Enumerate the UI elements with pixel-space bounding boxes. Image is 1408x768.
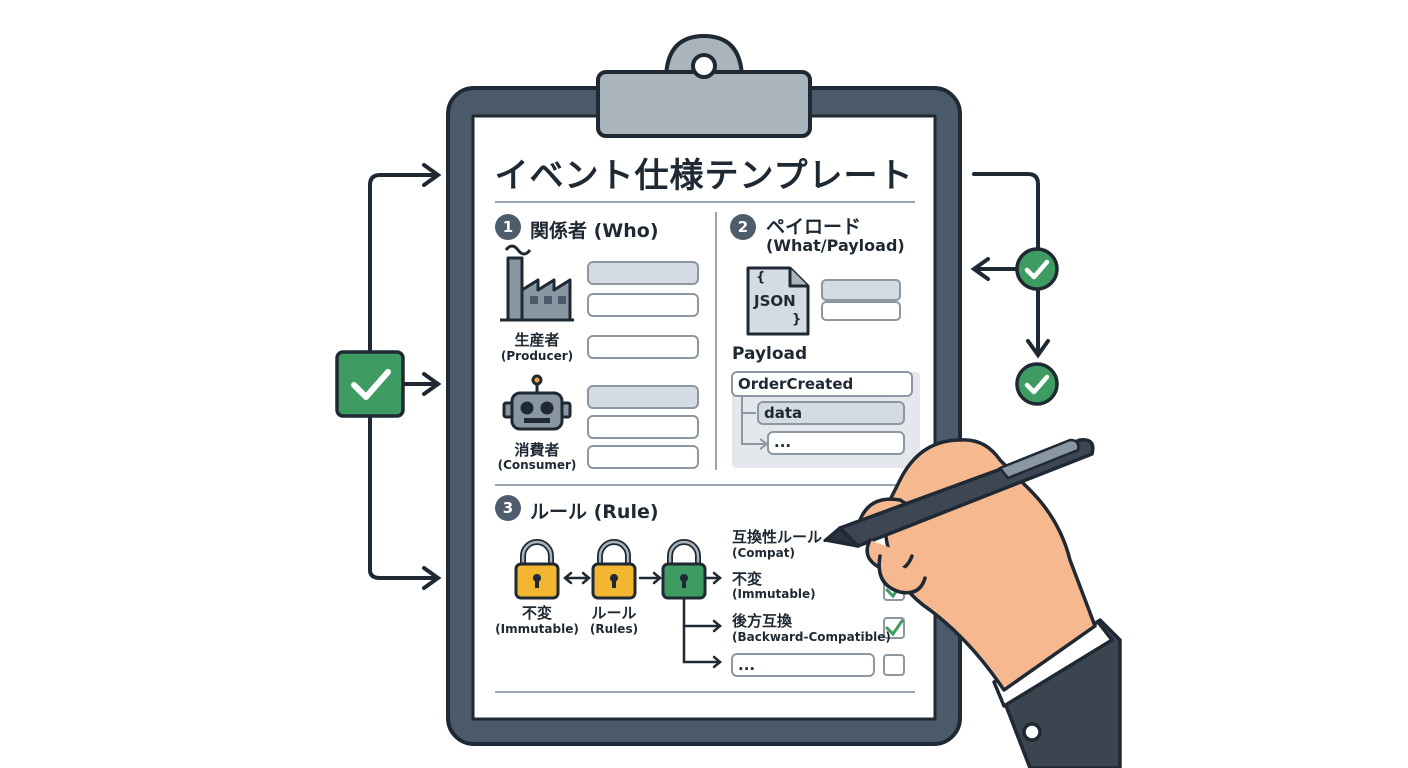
section-title-who: 関係者 (Who) [530, 220, 659, 242]
section-subtitle-payload: (What/Payload) [766, 236, 905, 255]
rule-immutable-label: 不変 [732, 570, 763, 588]
left-check-box [335, 350, 405, 418]
json-brace-open: { [756, 270, 766, 285]
right-flow-connector [970, 172, 1050, 359]
lock-sublabel-rules: (Rules) [589, 622, 639, 636]
lock-icon-rules [591, 539, 637, 600]
rule-compat-label: 互換性ルール.. [732, 528, 834, 546]
rule-ellipsis-field [731, 653, 905, 677]
section-number-payload: 2 [730, 214, 756, 240]
right-check-circle-2 [1015, 362, 1059, 406]
payload-fields [821, 279, 901, 321]
section-number-who: 1 [495, 214, 521, 240]
producer-sublabel: (Producer) [500, 349, 574, 363]
consumer-sublabel: (Consumer) [497, 458, 577, 472]
rule-ellipsis-text: ... [738, 656, 756, 674]
payload-ellipsis-field: ... [774, 433, 792, 451]
payload-tree [731, 371, 920, 468]
dividers [495, 201, 915, 693]
section-number-rule: 3 [495, 495, 521, 521]
json-icon-text: JSON [754, 292, 796, 310]
rule-backward-label: 後方互換 [732, 612, 793, 630]
lock-connectors [563, 571, 722, 669]
rule-checkbox-backward [883, 617, 905, 639]
lock-sublabel-immutable: (Immutable) [495, 622, 579, 636]
lock-label-immutable: 不変 [521, 604, 552, 622]
payload-data-field: data [764, 404, 803, 422]
consumer-fields [587, 385, 699, 469]
producer-fields [587, 261, 699, 359]
right-check-circle-1 [1015, 247, 1059, 291]
hand-with-pen [824, 438, 1122, 768]
section-title-payload: ペイロード [766, 216, 862, 238]
left-flow-connector [368, 163, 442, 590]
rule-immutable-sublabel: (Immutable) [732, 587, 816, 601]
lock-label-rules: ルール [591, 604, 637, 622]
lock-icon-green [661, 539, 707, 600]
clipboard-clip [596, 33, 812, 138]
rule-backward-sublabel: (Backward-Compatible) [732, 630, 891, 644]
json-file-icon [746, 266, 810, 336]
page-title: イベント仕様テンプレート [494, 156, 914, 196]
robot-icon [502, 374, 572, 431]
section-title-rule: ルール (Rule) [530, 501, 659, 523]
lock-icon-immutable [514, 539, 560, 600]
rule-compat-sublabel: (Compat) [732, 546, 795, 560]
payload-event-name: OrderCreated [738, 375, 854, 393]
producer-label: 生産者 [514, 331, 560, 349]
consumer-label: 消費者 [514, 441, 560, 459]
factory-icon [500, 244, 574, 322]
json-brace-close: } [792, 312, 802, 327]
payload-label: Payload [732, 344, 808, 364]
